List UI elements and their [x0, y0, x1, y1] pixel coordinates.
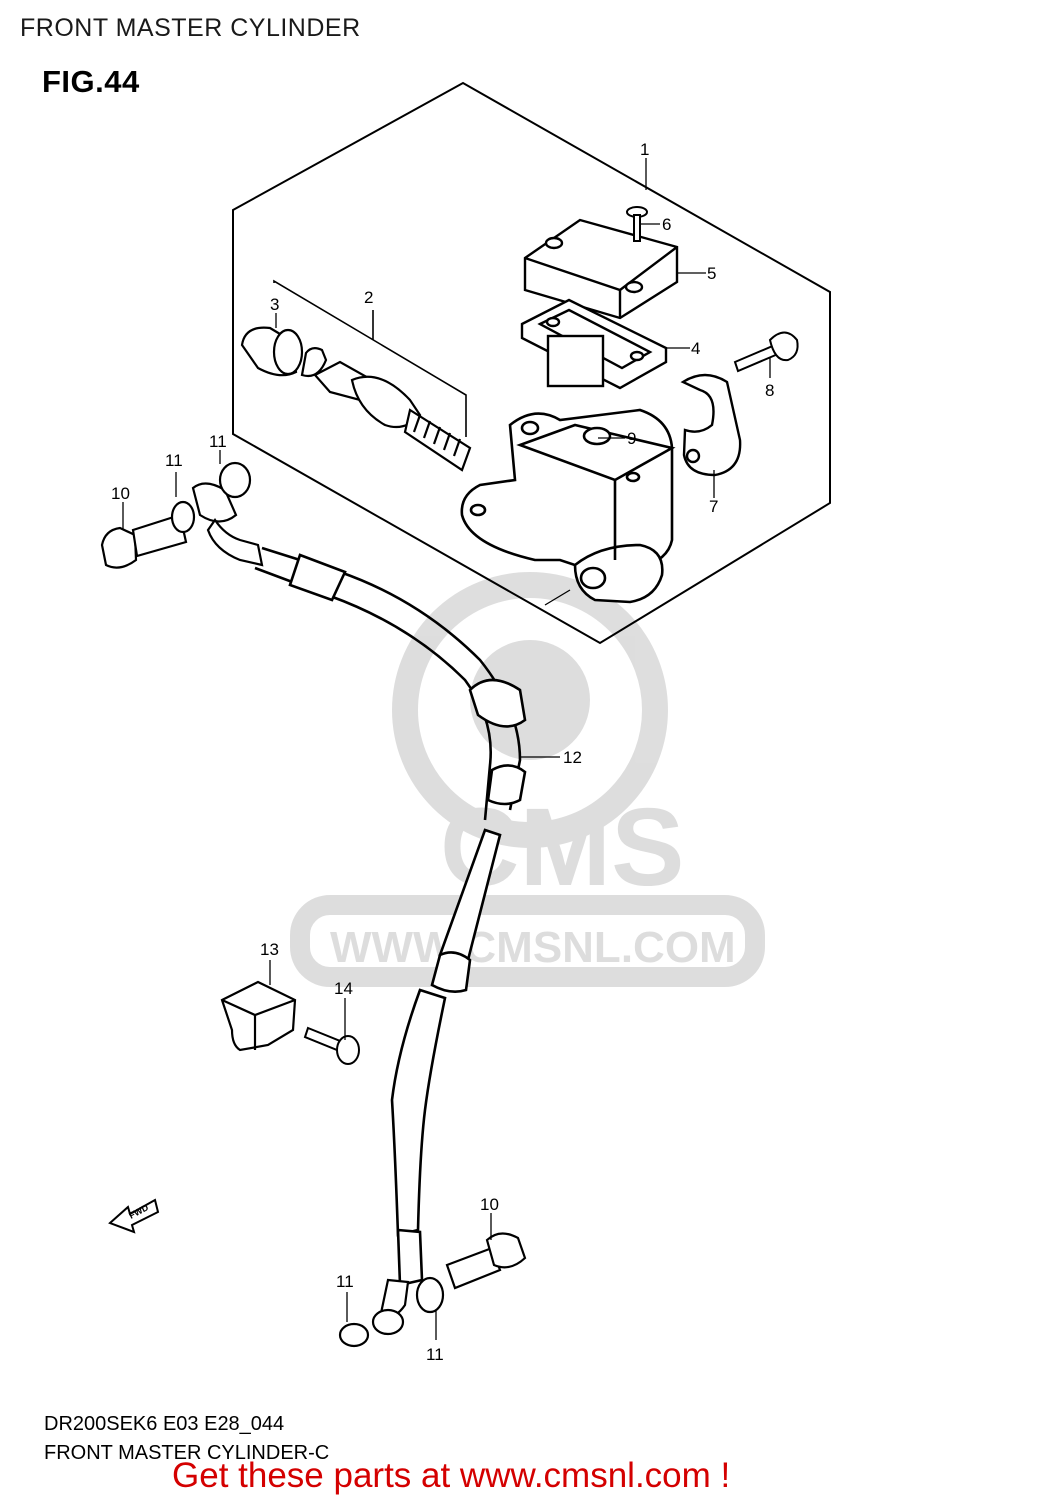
leader-lines [122, 158, 771, 1340]
lever-clamp [680, 373, 742, 477]
figure-label: FIG.44 [42, 64, 140, 99]
callout-part-6: 6 [662, 215, 671, 234]
master-cylinder-body [460, 408, 676, 604]
page-header-title: FRONT MASTER CYLINDER [20, 14, 361, 42]
callout-part-14: 14 [334, 979, 353, 998]
callout-part-3: 3 [270, 295, 279, 314]
piston-kit-bracket [273, 279, 467, 437]
clamp-bolt [733, 331, 799, 373]
watermark-url: WWW.CMSNL.COM [330, 923, 736, 972]
callout-part-12: 12 [563, 748, 582, 767]
callout-part-11-upper-a: 11 [165, 451, 183, 470]
brake-hose [254, 546, 527, 1287]
callout-part-2: 2 [364, 288, 373, 307]
reservoir-cap [523, 218, 679, 320]
callout-part-11-upper-b: 11 [209, 432, 227, 451]
callout-part-10-upper: 10 [111, 484, 130, 503]
promo-link[interactable]: Get these parts at www.cmsnl.com ! [172, 1456, 731, 1495]
cap-screw [626, 206, 648, 242]
cms-watermark: CMS WWW.CMSNL.COM [290, 572, 765, 987]
upper-banjo-fitting [100, 461, 264, 569]
callout-numbers: 1 2 3 4 5 6 7 8 9 10 11 11 12 13 14 10 1… [111, 140, 774, 1364]
callout-part-11-lower-b: 11 [426, 1345, 444, 1364]
callout-part-13: 13 [260, 940, 279, 959]
callout-part-10-lower: 10 [480, 1195, 499, 1214]
master-cylinder-assembly-outline [232, 81, 831, 645]
callout-part-11-lower-a: 11 [336, 1272, 354, 1291]
forward-direction-marker: FWD [108, 1198, 160, 1234]
callout-part-5: 5 [707, 264, 716, 283]
callout-part-4: 4 [691, 339, 700, 358]
callout-part-8: 8 [765, 381, 774, 400]
lower-banjo-fitting [338, 1232, 527, 1348]
piston-assembly [240, 326, 472, 472]
diagram-caption: FRONT MASTER CYLINDER-C [44, 1442, 330, 1464]
callout-part-9: 9 [627, 429, 636, 448]
diagram-code: DR200SEK6 E03 E28_044 [44, 1413, 285, 1435]
clamp-screw [303, 1026, 360, 1065]
callout-part-1: 1 [640, 140, 649, 159]
hose-clamp [220, 980, 297, 1052]
diaphragm [520, 298, 668, 390]
callout-part-7: 7 [709, 497, 718, 516]
